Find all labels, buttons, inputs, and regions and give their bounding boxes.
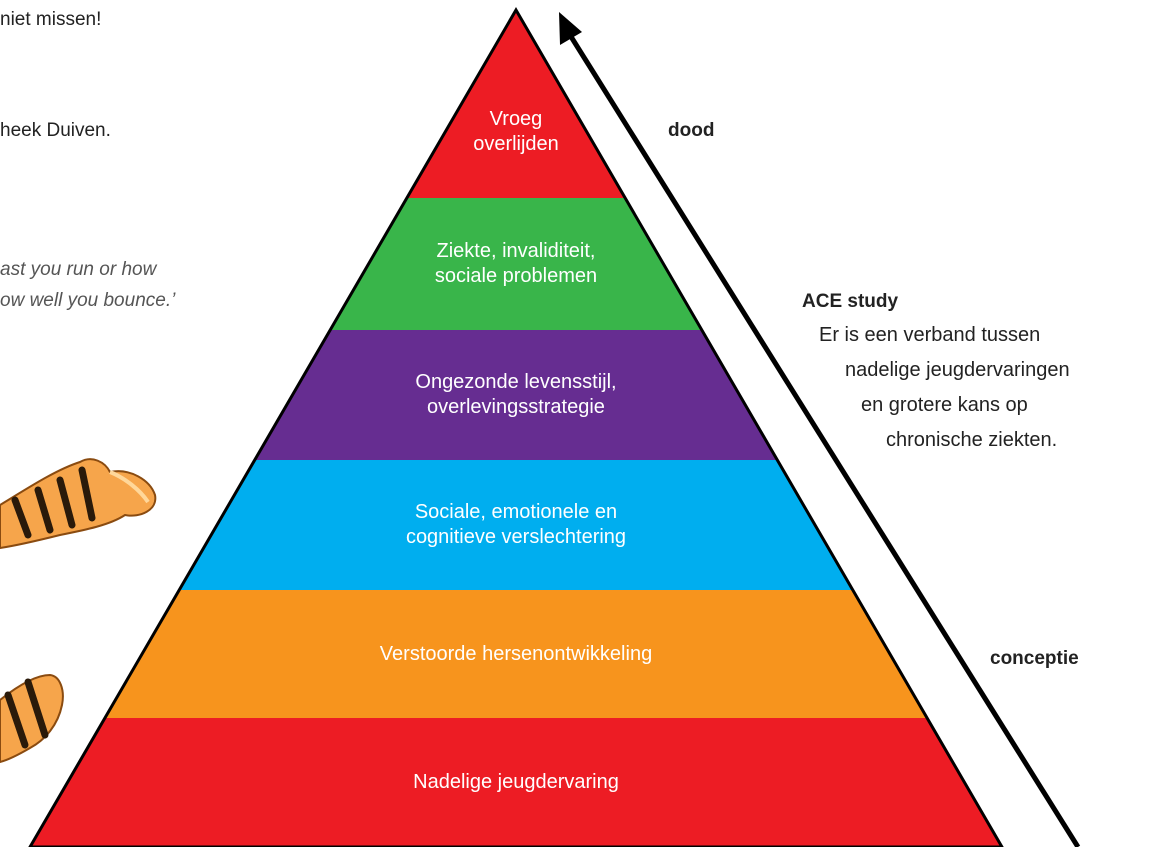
ace-line: Er is een verband tussen	[819, 324, 1041, 346]
pyramid-level-6	[30, 718, 1002, 847]
pyramid-level-2	[330, 198, 702, 330]
pyramid-outline	[28, 7, 1004, 847]
arrow-top-label: dood	[668, 120, 715, 141]
bg-text-line1: niet missen!	[0, 9, 102, 30]
time-arrow	[559, 12, 1081, 847]
pyramid-level-4	[179, 460, 853, 590]
tigger-tail-icon	[0, 458, 157, 550]
ace-line: en grotere kans op	[861, 394, 1028, 416]
ace-line: chronische ziekten.	[886, 429, 1058, 451]
bg-quote-line1: ast you run or how	[0, 259, 157, 280]
bg-quote-line2: ow well you bounce.’	[0, 290, 176, 311]
ace-line: nadelige jeugdervaringen	[845, 359, 1070, 381]
bg-text-line2: heek Duiven.	[0, 120, 111, 141]
pyramid-level-label: Ziekte, invaliditeit,sociale problemen	[434, 240, 598, 287]
pyramid-level-3	[254, 330, 778, 460]
ace-title: ACE study	[802, 291, 899, 312]
pyramid-level-label: Ongezonde levensstijl,overlevingsstrateg…	[415, 371, 617, 418]
arrow-bottom-label: conceptie	[990, 648, 1079, 669]
tigger-tail-icon-lower	[0, 673, 64, 764]
pyramid-level-label: Verstoorde hersenontwikkeling	[379, 642, 653, 665]
pyramid-level-1	[406, 10, 626, 198]
pyramid-level-5	[104, 590, 928, 718]
pyramid-level-label: Nadelige jeugdervaring	[413, 771, 619, 793]
